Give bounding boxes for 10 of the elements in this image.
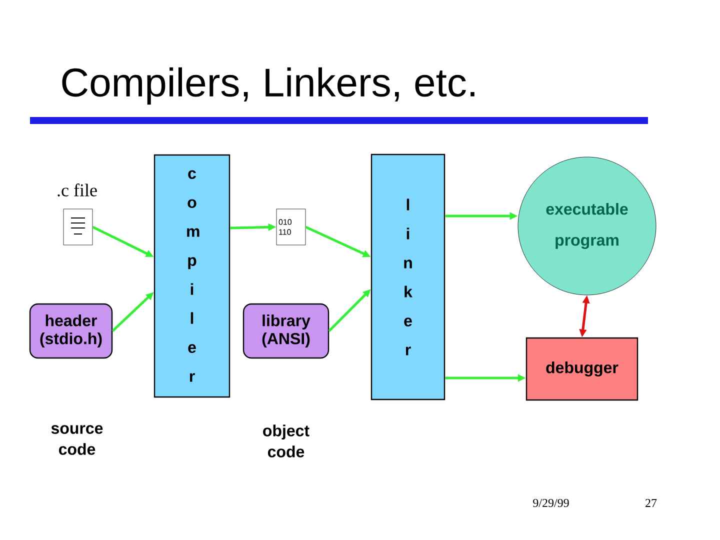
page-number: 27 [646,499,657,507]
process-box: debugger [526,337,638,401]
process-bar: l i n k e r [370,154,446,400]
date: 9/29/99 [533,498,569,508]
process-bar: c o m p i l e r [154,154,230,398]
rounded-box: header (stdio.h) [29,303,113,359]
caption: source code [51,425,103,455]
title: Compilers, Linkers, etc. [62,67,474,105]
caption: object code [263,424,310,458]
rounded-box: library (ANSI) [242,303,330,359]
